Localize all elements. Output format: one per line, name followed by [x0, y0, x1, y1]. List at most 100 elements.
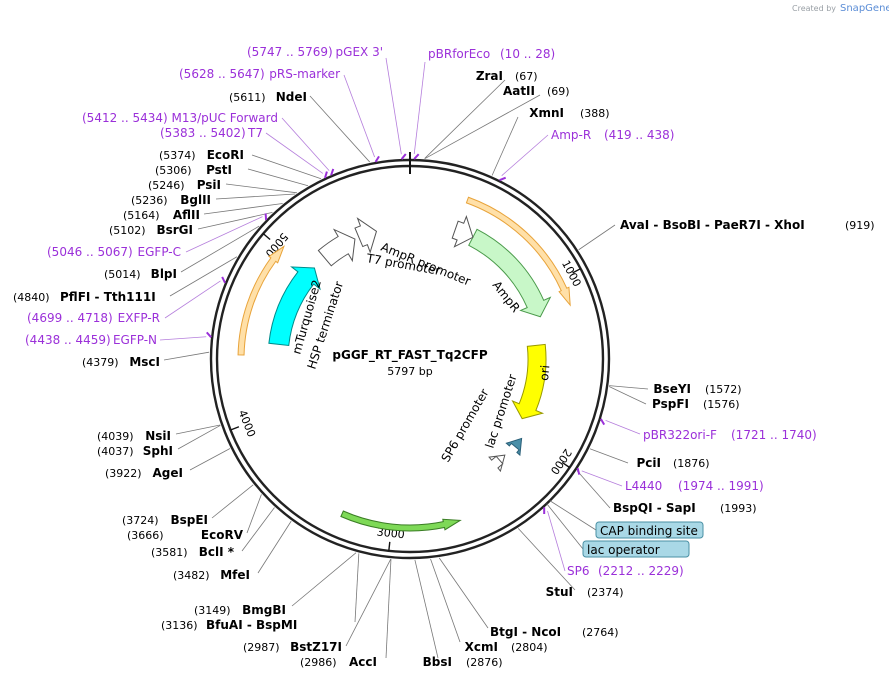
label-leaders — [159, 57, 649, 659]
site-name: PciI — [637, 456, 662, 470]
primer-leader-line — [605, 420, 641, 435]
primer-mark — [205, 331, 212, 338]
primer-position: (5747 .. 5769) — [247, 45, 333, 59]
site-name: AvaI - BsoBI - PaeR7I - XhoI — [620, 218, 805, 232]
site-position: (2764) — [582, 626, 619, 639]
ampr-promoter-arrow — [451, 215, 474, 248]
primer-leader-line — [501, 134, 549, 176]
cap-binding-site-label: CAP binding site — [600, 524, 698, 538]
site-position: (919) — [845, 219, 875, 232]
cap-leader-line — [549, 500, 597, 531]
primer-leader-line — [413, 61, 426, 155]
site-name: BmgBI — [242, 603, 286, 617]
site-position: (5246) — [148, 179, 185, 192]
primer-position: (5412 .. 5434) — [82, 111, 168, 125]
tick-mark — [572, 268, 581, 274]
site-position: (3666) — [127, 529, 164, 542]
site-leader-line — [215, 193, 296, 200]
feature-arrows — [237, 196, 571, 532]
primer-position: (10 .. 28) — [500, 47, 555, 61]
ori-label: ori — [537, 364, 552, 381]
primer-name: L4440 — [625, 479, 662, 493]
tick-mark — [230, 426, 240, 431]
site-position: (4379) — [82, 356, 119, 369]
lac-promoter-label: lac promoter — [483, 373, 520, 450]
site-position: (3922) — [105, 467, 142, 480]
primer-leader-line — [185, 216, 263, 253]
site-position: (3136) — [161, 619, 198, 632]
primer-position: (2212 .. 2229) — [598, 564, 684, 578]
sp6-promoter-label: SP6 promoter — [438, 386, 491, 464]
lac-promoter-arrow — [505, 437, 523, 457]
site-position: (1876) — [673, 457, 710, 470]
site-name: BtgI - NcoI — [490, 625, 561, 639]
primer-mark — [330, 168, 335, 176]
site-name: BspEI — [170, 513, 208, 527]
lacop-leader-line — [546, 503, 584, 550]
site-name: NdeI — [276, 90, 307, 104]
site-leader-line — [177, 425, 221, 450]
plasmid-length: 5797 bp — [387, 365, 432, 378]
site-position: (5164) — [123, 209, 160, 222]
site-name: PspFI — [652, 397, 689, 411]
site-name: BlpI — [151, 267, 177, 281]
primer-leader-line — [385, 57, 402, 155]
site-leader-line — [251, 154, 322, 180]
site-name: BspQI - SapI — [613, 501, 696, 515]
site-leader-line — [430, 558, 461, 643]
tick-label: 4000 — [236, 408, 258, 439]
site-position: (5236) — [131, 194, 168, 207]
primer-name: M13/pUC Forward — [171, 111, 278, 125]
orf-arc-left — [237, 245, 285, 356]
green-orf-arc — [340, 510, 462, 532]
primer-mark — [576, 467, 581, 475]
site-leader-line — [175, 424, 221, 435]
site-name: BglII — [180, 193, 211, 207]
site-position: (3482) — [173, 569, 210, 582]
site-leader-line — [609, 385, 649, 390]
mturquoise2-arrow — [268, 266, 321, 347]
site-leader-line — [589, 448, 629, 464]
site-position: (2986) — [300, 656, 337, 669]
site-position: (3581) — [151, 546, 188, 559]
site-leader-line — [241, 507, 275, 552]
site-name: BbsI — [423, 655, 452, 669]
t7-promoter-arrow — [354, 217, 378, 254]
site-name: EcoRV — [201, 528, 244, 542]
primer-leader-line — [343, 74, 376, 158]
site-position: (4037) — [97, 445, 134, 458]
site-name: AccI — [349, 655, 377, 669]
site-leader-line — [424, 94, 541, 159]
site-position: (5374) — [159, 149, 196, 162]
site-name: MfeI — [220, 568, 250, 582]
ori-arrow — [511, 343, 547, 420]
site-position: (5102) — [109, 224, 146, 237]
tick-mark — [262, 233, 271, 241]
ampr-arrow — [468, 228, 552, 318]
site-name: BsrGI — [156, 223, 193, 237]
primer-position: (5383 .. 5402) — [160, 126, 246, 140]
restriction-site-labels: ZraI (67) AatII (69) XmnI (388) AvaI - B… — [13, 69, 875, 669]
site-leader-line — [257, 520, 292, 574]
primer-mark — [599, 418, 606, 426]
site-position: (4840) — [13, 291, 50, 304]
primer-name: SP6 — [567, 564, 590, 578]
site-name: BstZ17I — [290, 640, 342, 654]
plasmid-name: pGGF_RT_FAST_Tq2CFP — [332, 348, 487, 363]
site-name: BseYI — [653, 382, 691, 396]
site-leader-line — [345, 558, 392, 647]
primer-name: EGFP-N — [113, 333, 157, 347]
lac-operator-label: lac operator — [587, 543, 660, 557]
site-position: (2804) — [511, 641, 548, 654]
site-name: AatII — [503, 84, 535, 98]
primer-mark — [413, 153, 420, 160]
site-leader-line — [211, 484, 254, 519]
primer-name: pGEX 3' — [336, 45, 383, 59]
primer-name: pRS-marker — [269, 67, 340, 81]
site-name: PstI — [206, 163, 232, 177]
primer-leader-line — [281, 117, 330, 171]
site-leader-line — [385, 559, 392, 659]
site-position: (2374) — [587, 586, 624, 599]
hsp-terminator-arrow — [317, 228, 356, 267]
